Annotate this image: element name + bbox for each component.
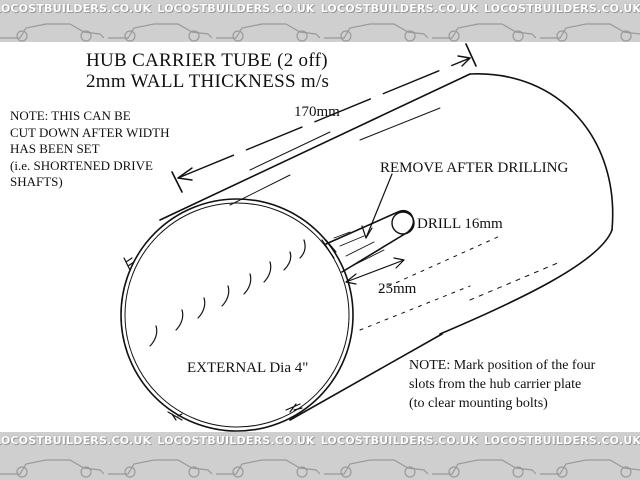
watermark-text: LOCOSTBUILDERS.CO.UK — [483, 434, 640, 447]
car-silhouette-strip — [0, 23, 640, 42]
rim-slot-bottom-left — [167, 411, 183, 421]
watermark-text: LOCOSTBUILDERS.CO.UK — [320, 434, 478, 447]
dim-170-tick-left — [171, 171, 183, 193]
hidden-line — [359, 285, 471, 331]
note-right-line: (to clear mounting bolts) — [409, 396, 548, 411]
hidden-line — [379, 235, 501, 291]
dim-170-arrow-left — [177, 167, 193, 181]
shading-mark — [283, 251, 292, 271]
drill-hole — [391, 211, 415, 235]
rim-slot-bottom-right — [285, 403, 303, 413]
dim-25-arrow-left — [345, 273, 357, 285]
dim-25-arrow-right — [393, 257, 405, 269]
drill-label: DRILL 16mm — [417, 216, 503, 232]
tube-end-circle — [120, 198, 354, 432]
sketch-line — [359, 107, 441, 141]
sketch-line — [249, 131, 331, 171]
shading-mark — [263, 261, 272, 283]
slot-outline — [325, 209, 415, 273]
rim-slot-top-right — [321, 239, 337, 259]
rim-slot-left-top — [123, 257, 135, 271]
remove-label: REMOVE AFTER DRILLING — [380, 160, 569, 176]
note-left-line: NOTE: THIS CAN BE — [10, 108, 131, 123]
dim-170-tick-right — [465, 43, 477, 67]
remove-leader-arrow — [361, 225, 373, 239]
title-line-2: 2mm WALL THICKNESS m/s — [86, 71, 330, 92]
tube-far-end-top — [469, 73, 614, 231]
note-left-line: (i.e. SHORTENED DRIVE — [10, 157, 153, 173]
dim-25-line — [345, 259, 405, 283]
shading-mark — [175, 309, 184, 331]
watermark-band-bottom: LOCOSTBUILDERS.CO.UK LOCOSTBUILDERS.CO.UK… — [0, 432, 640, 480]
sketch-line — [229, 174, 291, 206]
external-dia-label: EXTERNAL Dia 4" — [187, 360, 309, 376]
title-line-1: HUB CARRIER TUBE (2 off) — [86, 50, 328, 71]
length-label: 170mm — [294, 104, 340, 120]
tube-top-edge — [159, 73, 471, 221]
shading-mark — [221, 285, 230, 307]
dim-170-arrow-right — [457, 55, 471, 67]
watermark-band-top: LOCOSTBUILDERS.CO.UK LOCOSTBUILDERS.CO.UK… — [0, 0, 640, 42]
car-silhouette-strip — [0, 459, 640, 478]
watermark-row: LOCOSTBUILDERS.CO.UK LOCOSTBUILDERS.CO.UK… — [0, 2, 640, 15]
hidden-line — [469, 261, 561, 301]
watermark-text: LOCOSTBUILDERS.CO.UK — [157, 434, 315, 447]
watermark-text: LOCOSTBUILDERS.CO.UK — [0, 2, 152, 15]
note-right: NOTE: Mark position of the four slots fr… — [409, 356, 595, 413]
note-right-line: slots from the hub carrier plate — [409, 377, 582, 392]
watermark-text: LOCOSTBUILDERS.CO.UK — [0, 434, 152, 447]
note-left-line: SHAFTS) — [10, 174, 63, 189]
note-right-line: NOTE: Mark position of the four — [409, 358, 596, 373]
watermark-text: LOCOSTBUILDERS.CO.UK — [157, 2, 315, 15]
slot-length-label: 25mm — [378, 281, 417, 297]
watermark-text: LOCOSTBUILDERS.CO.UK — [320, 2, 478, 15]
note-left: NOTE: THIS CAN BE CUT DOWN AFTER WIDTH H… — [10, 108, 170, 191]
note-left-line: CUT DOWN AFTER WIDTH — [10, 124, 170, 140]
shading-mark — [149, 325, 158, 347]
remove-leader-line — [365, 173, 393, 239]
tube-wall-inner-circle — [124, 202, 350, 428]
shading-mark — [243, 273, 252, 295]
shading-mark — [197, 297, 206, 319]
watermark-text: LOCOSTBUILDERS.CO.UK — [483, 2, 640, 15]
shading-mark — [299, 239, 306, 259]
tube-bottom-edge — [289, 333, 443, 421]
watermark-row: LOCOSTBUILDERS.CO.UK LOCOSTBUILDERS.CO.UK… — [0, 434, 640, 447]
note-left-line: HAS BEEN SET — [10, 141, 100, 156]
slot-hatching — [333, 231, 385, 267]
tube-far-end-bottom — [439, 229, 613, 335]
dim-170-line — [177, 57, 471, 179]
